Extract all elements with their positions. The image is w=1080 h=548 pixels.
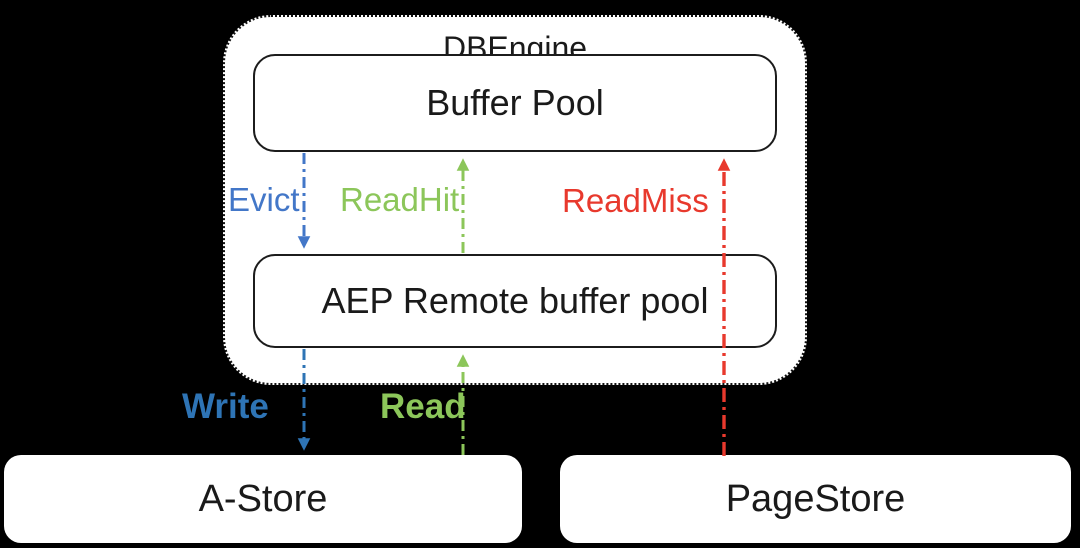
edge-label-readhit: ReadHit (340, 181, 460, 218)
node-page-store-label: PageStore (725, 477, 906, 520)
edge-label-readmiss: ReadMiss (562, 182, 709, 219)
edge-label-evict: Evict (228, 181, 300, 218)
node-a-store-label: A-Store (198, 477, 328, 520)
node-aep-remote-buffer-pool: AEP Remote buffer pool (253, 254, 777, 348)
edge-label-read: Read (380, 387, 466, 426)
node-page-store: PageStore (560, 455, 1071, 543)
edge-label-write: Write (182, 387, 269, 426)
node-aep-label: AEP Remote buffer pool (321, 280, 709, 321)
node-buffer-pool: Buffer Pool (253, 54, 777, 152)
node-buffer-pool-label: Buffer Pool (426, 82, 604, 123)
node-a-store: A-Store (4, 455, 522, 543)
